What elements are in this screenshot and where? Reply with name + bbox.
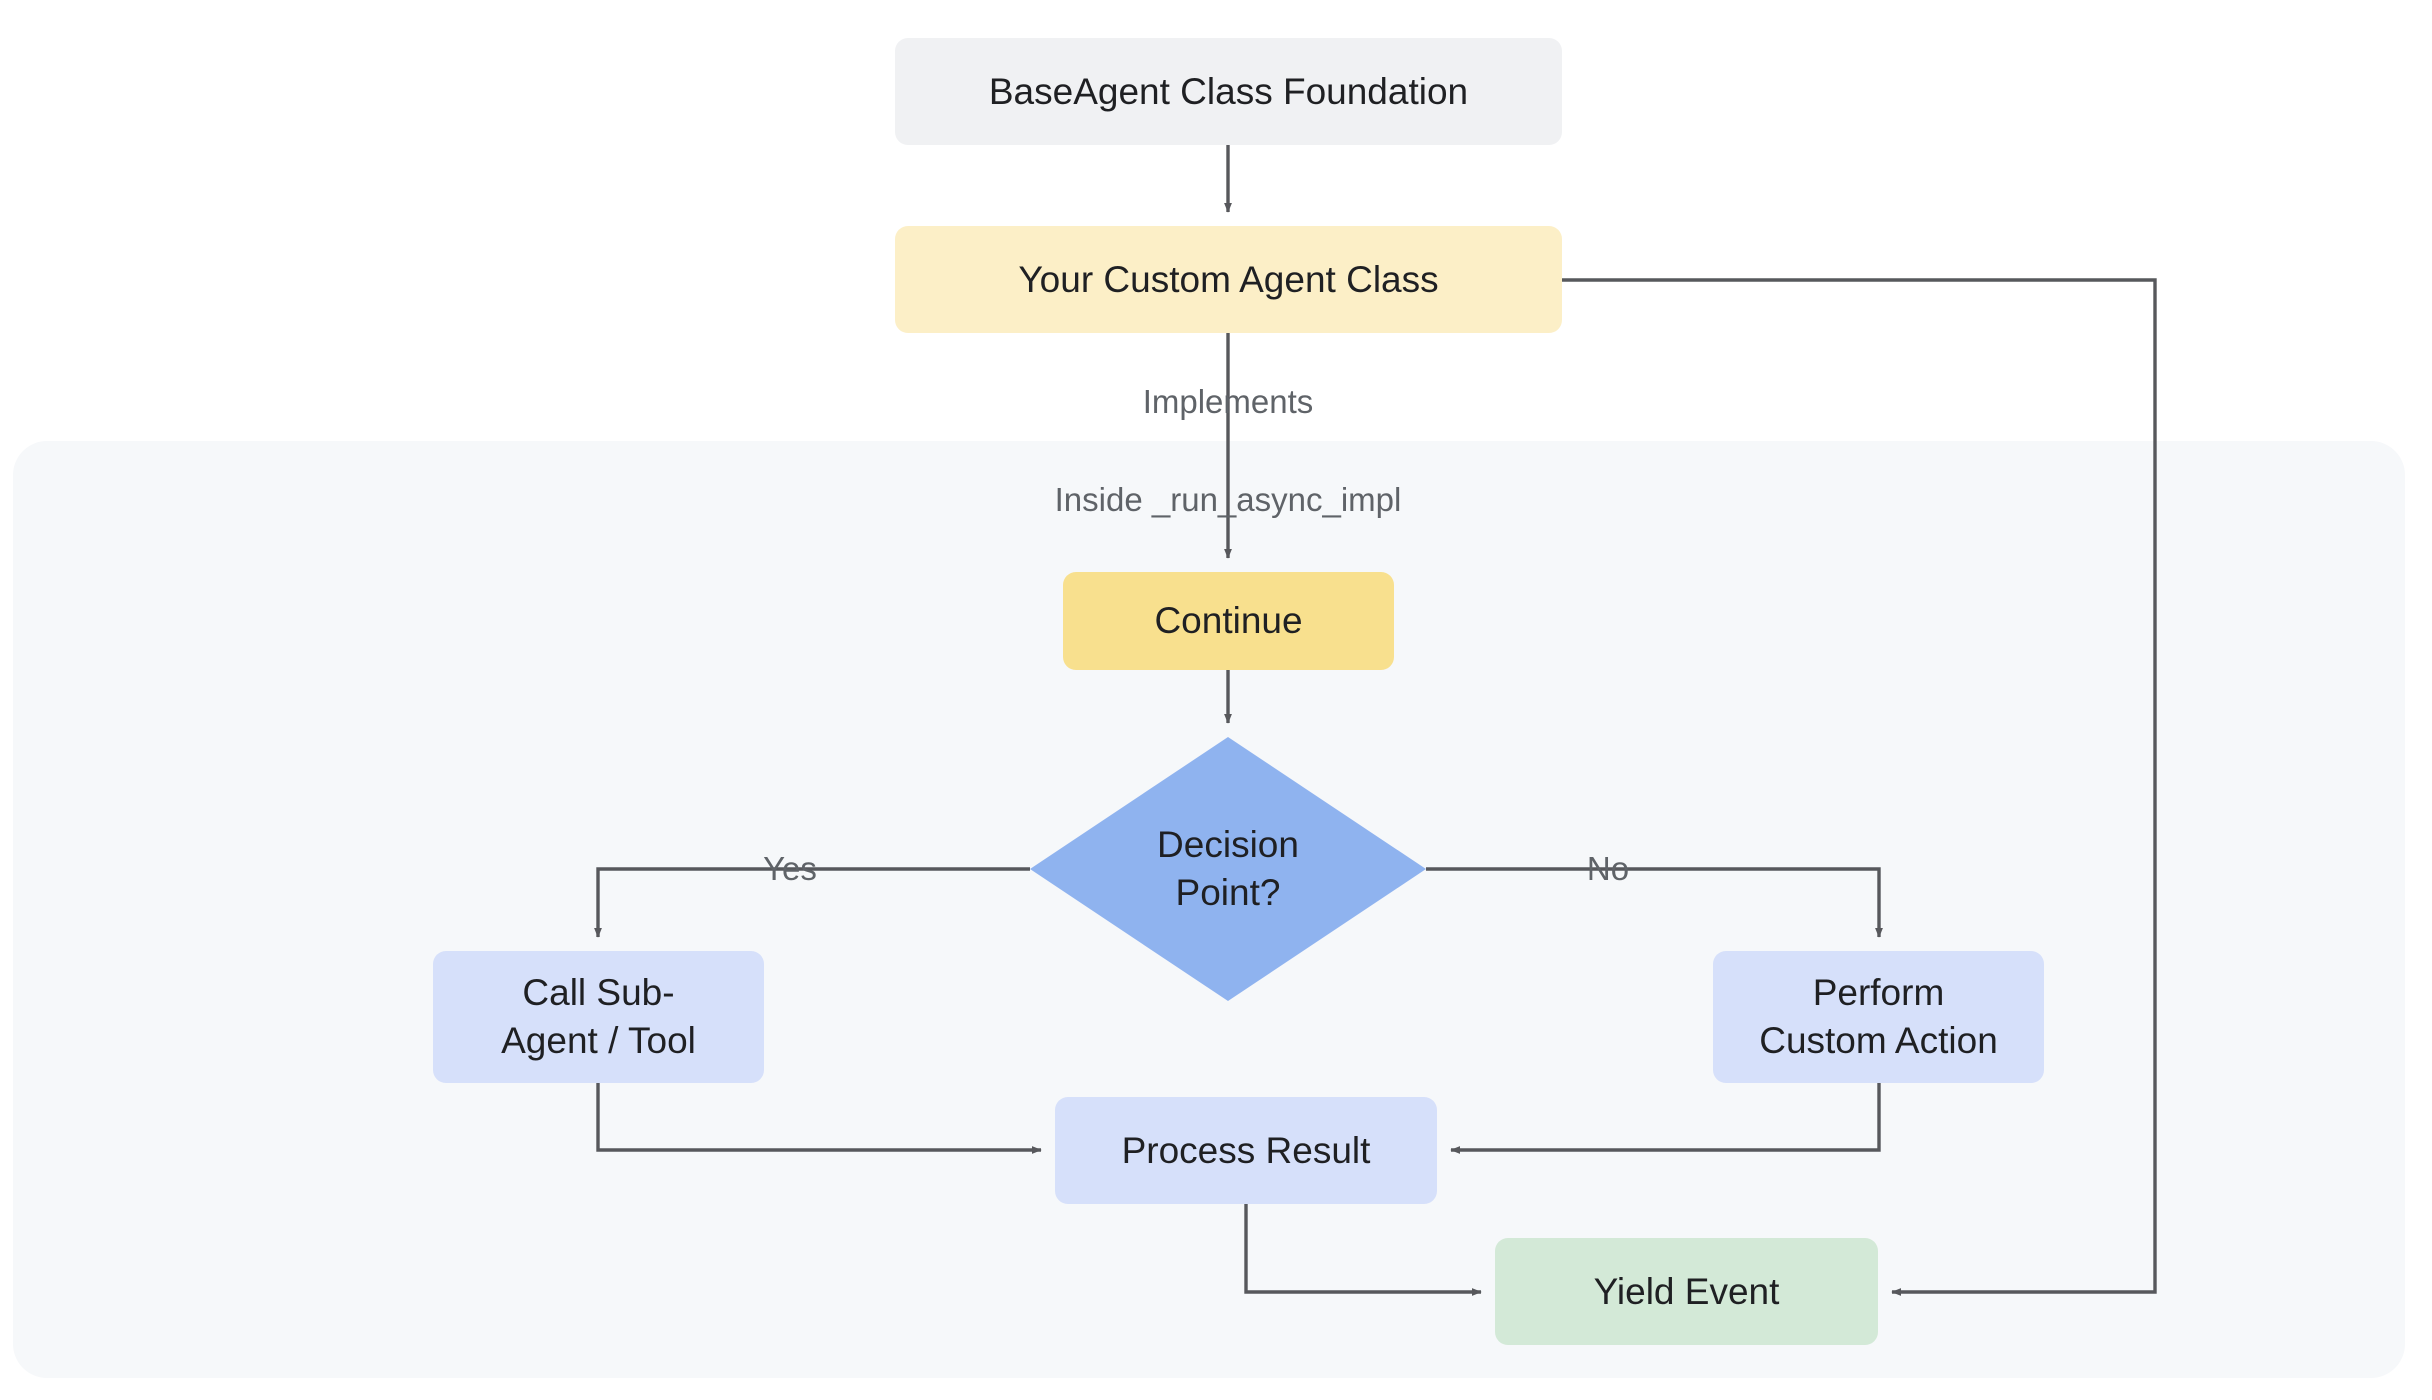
node-continue[interactable]	[1063, 572, 1394, 670]
node-perform-custom-action[interactable]	[1713, 951, 2044, 1083]
subgraph-title: Inside _run_async_impl	[1054, 481, 1402, 518]
edge-sub-agent-to-process-result	[596, 1083, 1042, 1154]
edge-process-result-to-yield-event	[1244, 1204, 1482, 1296]
edge-label-implements: Implements	[1142, 383, 1314, 420]
node-custom-agent[interactable]	[895, 226, 1562, 333]
edge-label-yes: Yes	[763, 850, 817, 887]
node-decision-point[interactable]	[1030, 737, 1426, 1001]
edge-decision-no	[1426, 867, 1883, 938]
edge-label-no: No	[1586, 850, 1630, 887]
edge-custom-agent-to-yield-event	[1562, 278, 2157, 1296]
edge-custom-action-to-process-result	[1450, 1083, 1881, 1154]
node-call-sub-agent[interactable]	[433, 951, 764, 1083]
node-process-result[interactable]	[1055, 1097, 1437, 1204]
node-base-agent[interactable]	[895, 38, 1562, 145]
node-yield-event[interactable]	[1495, 1238, 1878, 1345]
edge-decision-yes	[594, 867, 1030, 938]
